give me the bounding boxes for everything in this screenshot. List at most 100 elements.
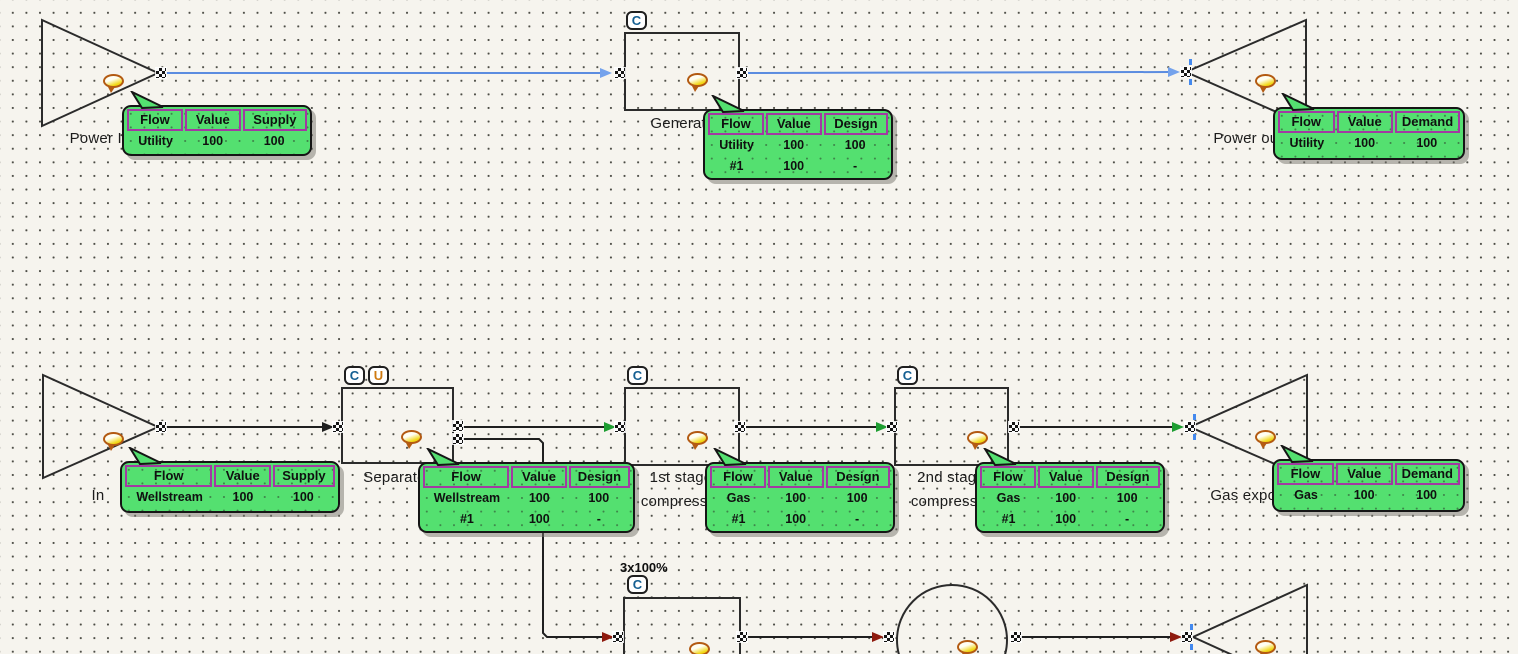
cell: Utility — [1289, 136, 1325, 150]
cell: 100 — [1116, 491, 1138, 505]
port-gas-export-inlet[interactable] — [1184, 421, 1196, 433]
port-bottom-unit-outlet[interactable] — [736, 631, 748, 643]
col-header: Value — [511, 466, 567, 488]
bottom-unit-controller-badge[interactable]: C — [627, 575, 648, 594]
arrowhead-green-gas-export — [1172, 422, 1184, 432]
gas-export-triangle[interactable] — [1187, 373, 1308, 480]
comp2-controller-badge[interactable]: C — [897, 366, 918, 385]
generator-controller-badge[interactable]: C — [626, 11, 647, 30]
col-header: Demand — [1395, 111, 1460, 133]
arrowhead-green-comp2 — [876, 422, 888, 432]
cell: 100 — [785, 512, 807, 526]
in-comment-icon[interactable] — [103, 432, 124, 451]
cell: 100 — [528, 512, 550, 526]
arrowhead-black-separator — [322, 422, 334, 432]
comp2-comment-icon[interactable] — [967, 431, 988, 450]
col-header: Flow — [1278, 111, 1335, 133]
power-in-triangle[interactable] — [41, 18, 161, 128]
cell: - — [596, 512, 601, 526]
generator-label: Generator — [650, 115, 720, 132]
cell: Utility — [138, 134, 173, 148]
port-selection-tick — [1189, 59, 1192, 65]
cell: 100 — [844, 138, 866, 152]
comp1-comment-icon[interactable] — [687, 431, 708, 450]
port-selection-tick — [1190, 624, 1193, 630]
col-header: Flow — [980, 466, 1036, 488]
port-selection-tick — [1193, 414, 1196, 420]
col-header: Design — [568, 466, 630, 488]
col-header: Flow — [710, 466, 766, 488]
tooltip-tail — [1281, 93, 1315, 111]
tooltip-tail — [426, 448, 460, 466]
cell: 100 — [232, 490, 254, 504]
separator-to-bottom-unit-line[interactable] — [458, 438, 606, 638]
arrowhead-blue-power-out — [1168, 67, 1180, 77]
port-comp1-outlet[interactable] — [734, 421, 746, 433]
separator-comment-icon[interactable] — [401, 430, 422, 449]
cell: 100 — [528, 491, 550, 505]
cell: 100 — [846, 491, 868, 505]
power-out-comment-icon[interactable] — [1255, 74, 1276, 93]
col-header: Value — [184, 109, 241, 131]
arrowhead-darkred-bottom-sink — [1170, 632, 1182, 642]
cell: #1 — [1001, 512, 1016, 526]
circle-unit-comment-icon[interactable] — [957, 640, 978, 654]
port-selection-tick — [1190, 644, 1193, 650]
separator-utility-badge[interactable]: U — [368, 366, 389, 385]
cell: 100 — [1416, 136, 1438, 150]
col-header: Supply — [242, 109, 307, 131]
comp2-label-line1: 2nd stage — [917, 469, 985, 486]
gas-export-value-table: Flow Value Demand Gas 100 100 — [1272, 445, 1465, 512]
tooltip-tail — [130, 91, 164, 109]
cell: #1 — [731, 512, 746, 526]
port-bottom-sink-inlet[interactable] — [1181, 631, 1193, 643]
bottom-circle-unit[interactable] — [896, 584, 1008, 654]
comp1-controller-badge[interactable]: C — [627, 366, 648, 385]
cell: 100 — [263, 134, 285, 148]
port-comp1-inlet[interactable] — [614, 421, 626, 433]
power-in-comment-icon[interactable] — [103, 74, 124, 93]
gas-export-label: Gas export — [1210, 487, 1286, 504]
in-triangle[interactable] — [42, 373, 161, 480]
separator-controller-badge[interactable]: C — [344, 366, 365, 385]
cell: 100 — [1353, 488, 1375, 502]
port-separator-liquid-outlet[interactable] — [452, 433, 464, 445]
col-header: Design — [1095, 466, 1160, 488]
comp1-label-line1: 1st stage — [649, 469, 713, 486]
bottom-sink-comment-icon[interactable] — [1255, 640, 1276, 654]
port-circle-outlet[interactable] — [1010, 631, 1022, 643]
cell: - — [855, 512, 860, 526]
generator-to-power-out-line[interactable] — [747, 71, 1171, 74]
port-separator-inlet[interactable] — [332, 421, 344, 433]
cell: Wellstream — [136, 490, 203, 504]
separator-value-table: Flow Value Design Wellstream 100 100 #1 … — [418, 448, 635, 533]
bottom-unit-comment-icon[interactable] — [689, 642, 710, 654]
comp1-value-table: Flow Value Design Gas 100 100 #1 100 - — [705, 448, 895, 533]
col-header: Flow — [423, 466, 510, 488]
port-comp2-outlet[interactable] — [1008, 421, 1020, 433]
cell: 100 — [783, 138, 805, 152]
in-label: In — [91, 487, 105, 504]
col-header: Design — [823, 113, 888, 135]
port-generator-outlet[interactable] — [736, 67, 748, 79]
generator-comment-icon[interactable] — [687, 73, 708, 92]
port-circle-inlet[interactable] — [883, 631, 895, 643]
port-bottom-unit-inlet[interactable] — [612, 631, 624, 643]
bottom-sink-triangle[interactable] — [1190, 583, 1308, 654]
bottom-unit-box[interactable] — [623, 597, 741, 654]
port-comp2-inlet[interactable] — [886, 421, 898, 433]
port-in-outlet[interactable] — [155, 421, 167, 433]
cell: Gas — [996, 491, 1021, 505]
cell: 100 — [292, 490, 314, 504]
power-out-label: Power out — [1213, 130, 1283, 147]
port-generator-inlet[interactable] — [614, 67, 626, 79]
port-power-out-inlet[interactable] — [1180, 66, 1192, 78]
port-power-in-outlet[interactable] — [155, 67, 167, 79]
gas-export-comment-icon[interactable] — [1255, 430, 1276, 449]
power-in-label: Power In — [69, 130, 131, 147]
port-separator-gas-outlet[interactable] — [452, 420, 464, 432]
cell: 100 — [1354, 136, 1376, 150]
col-header: Flow — [1277, 463, 1334, 485]
power-out-triangle[interactable] — [1183, 18, 1307, 127]
